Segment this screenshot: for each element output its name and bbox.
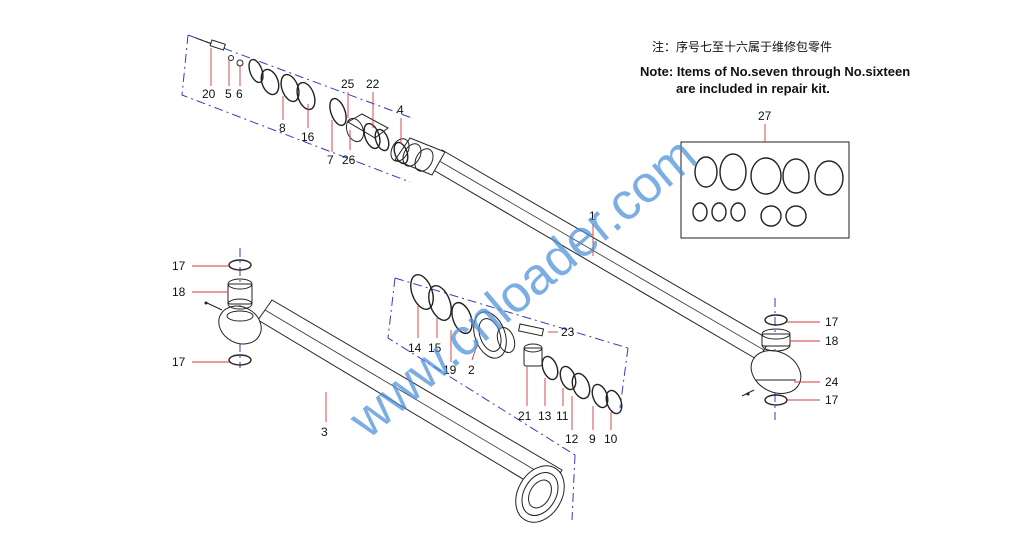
- part-labels: 20 5 6 8 16 25 22 7 26 4 1 17 18 17 3 14…: [172, 77, 839, 446]
- piston-group: [410, 274, 623, 415]
- label-22: 22: [366, 77, 380, 91]
- label-6: 6: [236, 87, 243, 101]
- label-8: 8: [279, 121, 286, 135]
- label-27-repair-kit: 27: [758, 109, 772, 123]
- repair-kit-box: [680, 141, 850, 239]
- label-25: 25: [341, 77, 355, 91]
- label-13: 13: [538, 409, 552, 423]
- end-rings: [228, 259, 788, 406]
- rod-eye: [741, 328, 802, 397]
- note-english-line2: are included in repair kit.: [676, 81, 830, 96]
- note-english-line1: Note: Items of No.seven through No.sixte…: [640, 64, 910, 79]
- label-24: 24: [825, 375, 839, 389]
- label-1: 1: [589, 209, 596, 223]
- label-21: 21: [518, 409, 532, 423]
- label-2: 2: [468, 363, 475, 377]
- leader-lines: [192, 48, 820, 430]
- cylinder-barrel: [204, 278, 565, 523]
- label-20: 20: [202, 87, 216, 101]
- label-4: 4: [397, 103, 404, 117]
- label-17-left-top: 17: [172, 259, 186, 273]
- label-26: 26: [342, 153, 356, 167]
- label-9: 9: [589, 432, 596, 446]
- label-19: 19: [443, 363, 457, 377]
- label-15: 15: [428, 341, 442, 355]
- note-block: 注：序号七至十六属于维修包零件 Note: Items of No.seven …: [640, 39, 910, 96]
- label-7: 7: [327, 153, 334, 167]
- label-17-left-bottom: 17: [172, 355, 186, 369]
- label-18-right: 18: [825, 334, 839, 348]
- label-16: 16: [301, 130, 315, 144]
- label-17-right-bottom: 17: [825, 393, 839, 407]
- label-11: 11: [556, 409, 569, 423]
- note-chinese: 注：序号七至十六属于维修包零件: [652, 39, 832, 54]
- label-23: 23: [561, 325, 575, 339]
- label-14: 14: [408, 341, 422, 355]
- label-3: 3: [321, 425, 328, 439]
- label-10: 10: [604, 432, 618, 446]
- label-18-left: 18: [172, 285, 186, 299]
- label-12: 12: [565, 432, 579, 446]
- label-17-right-top: 17: [825, 315, 839, 329]
- rod-seal-group: [195, 37, 409, 165]
- label-5: 5: [225, 87, 232, 101]
